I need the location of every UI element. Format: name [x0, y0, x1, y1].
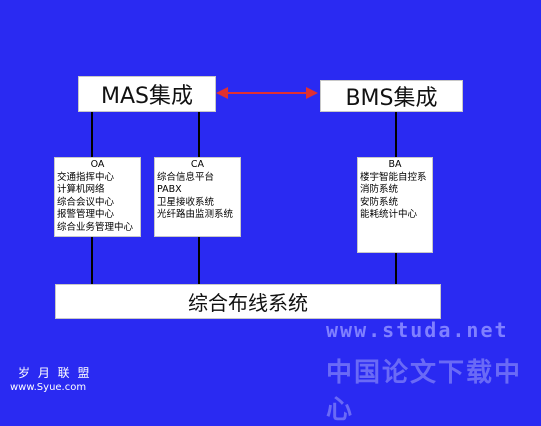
watermark-url: www.studa.net — [326, 318, 509, 342]
oa-subsystem-box: OA 交通指挥中心 计算机网络 综合会议中心 报警管理中心 综合业务管理中心 — [54, 157, 141, 237]
integrated-wiring-label: 综合布线系统 — [188, 291, 308, 315]
logo-url: www.Syue.com — [10, 382, 87, 393]
connector-line-mas-ca — [198, 112, 200, 158]
double-arrow-icon — [216, 87, 318, 99]
bms-integration-box: BMS集成 — [320, 80, 463, 112]
ca-item: PABX — [157, 184, 182, 195]
oa-heading: OA — [90, 159, 105, 170]
ba-subsystem-box: BA 楼宇智能自控系 消防系统 安防系统 能耗统计中心 — [357, 157, 433, 253]
ba-heading: BA — [388, 159, 402, 170]
connector-line-mas-oa — [91, 112, 93, 158]
oa-item: 交通指挥中心 — [57, 171, 115, 183]
oa-item: 综合会议中心 — [57, 196, 115, 208]
ca-subsystem-box: CA 综合信息平台 PABX 卫星接收系统 光纤路由监测系统 — [154, 157, 241, 237]
integrated-wiring-box: 综合布线系统 — [55, 284, 441, 319]
connector-line-oa-wiring — [91, 236, 93, 284]
mas-integration-label: MAS集成 — [101, 84, 193, 109]
watermark-name: 中国论文下载中心 — [326, 358, 523, 425]
oa-item: 报警管理中心 — [57, 209, 115, 220]
connector-line-ca-wiring — [198, 236, 200, 284]
ca-item: 光纤路由监测系统 — [157, 209, 234, 220]
bms-integration-label: BMS集成 — [345, 86, 438, 111]
oa-item: 综合业务管理中心 — [57, 221, 134, 233]
ba-item: 能耗统计中心 — [360, 209, 418, 220]
mas-integration-box: MAS集成 — [78, 76, 216, 112]
ba-item: 消防系统 — [360, 184, 399, 195]
oa-item: 计算机网络 — [57, 184, 105, 195]
ca-heading: CA — [190, 159, 205, 170]
connector-line-bms-ba — [395, 112, 397, 158]
ca-item: 综合信息平台 — [157, 171, 215, 183]
ca-item: 卫星接收系统 — [157, 196, 215, 208]
connector-line-ba-wiring — [395, 252, 397, 284]
logo-name: 岁 月 联 盟 — [18, 366, 92, 380]
ba-item: 楼宇智能自控系 — [360, 171, 427, 183]
ba-item: 安防系统 — [360, 196, 399, 208]
